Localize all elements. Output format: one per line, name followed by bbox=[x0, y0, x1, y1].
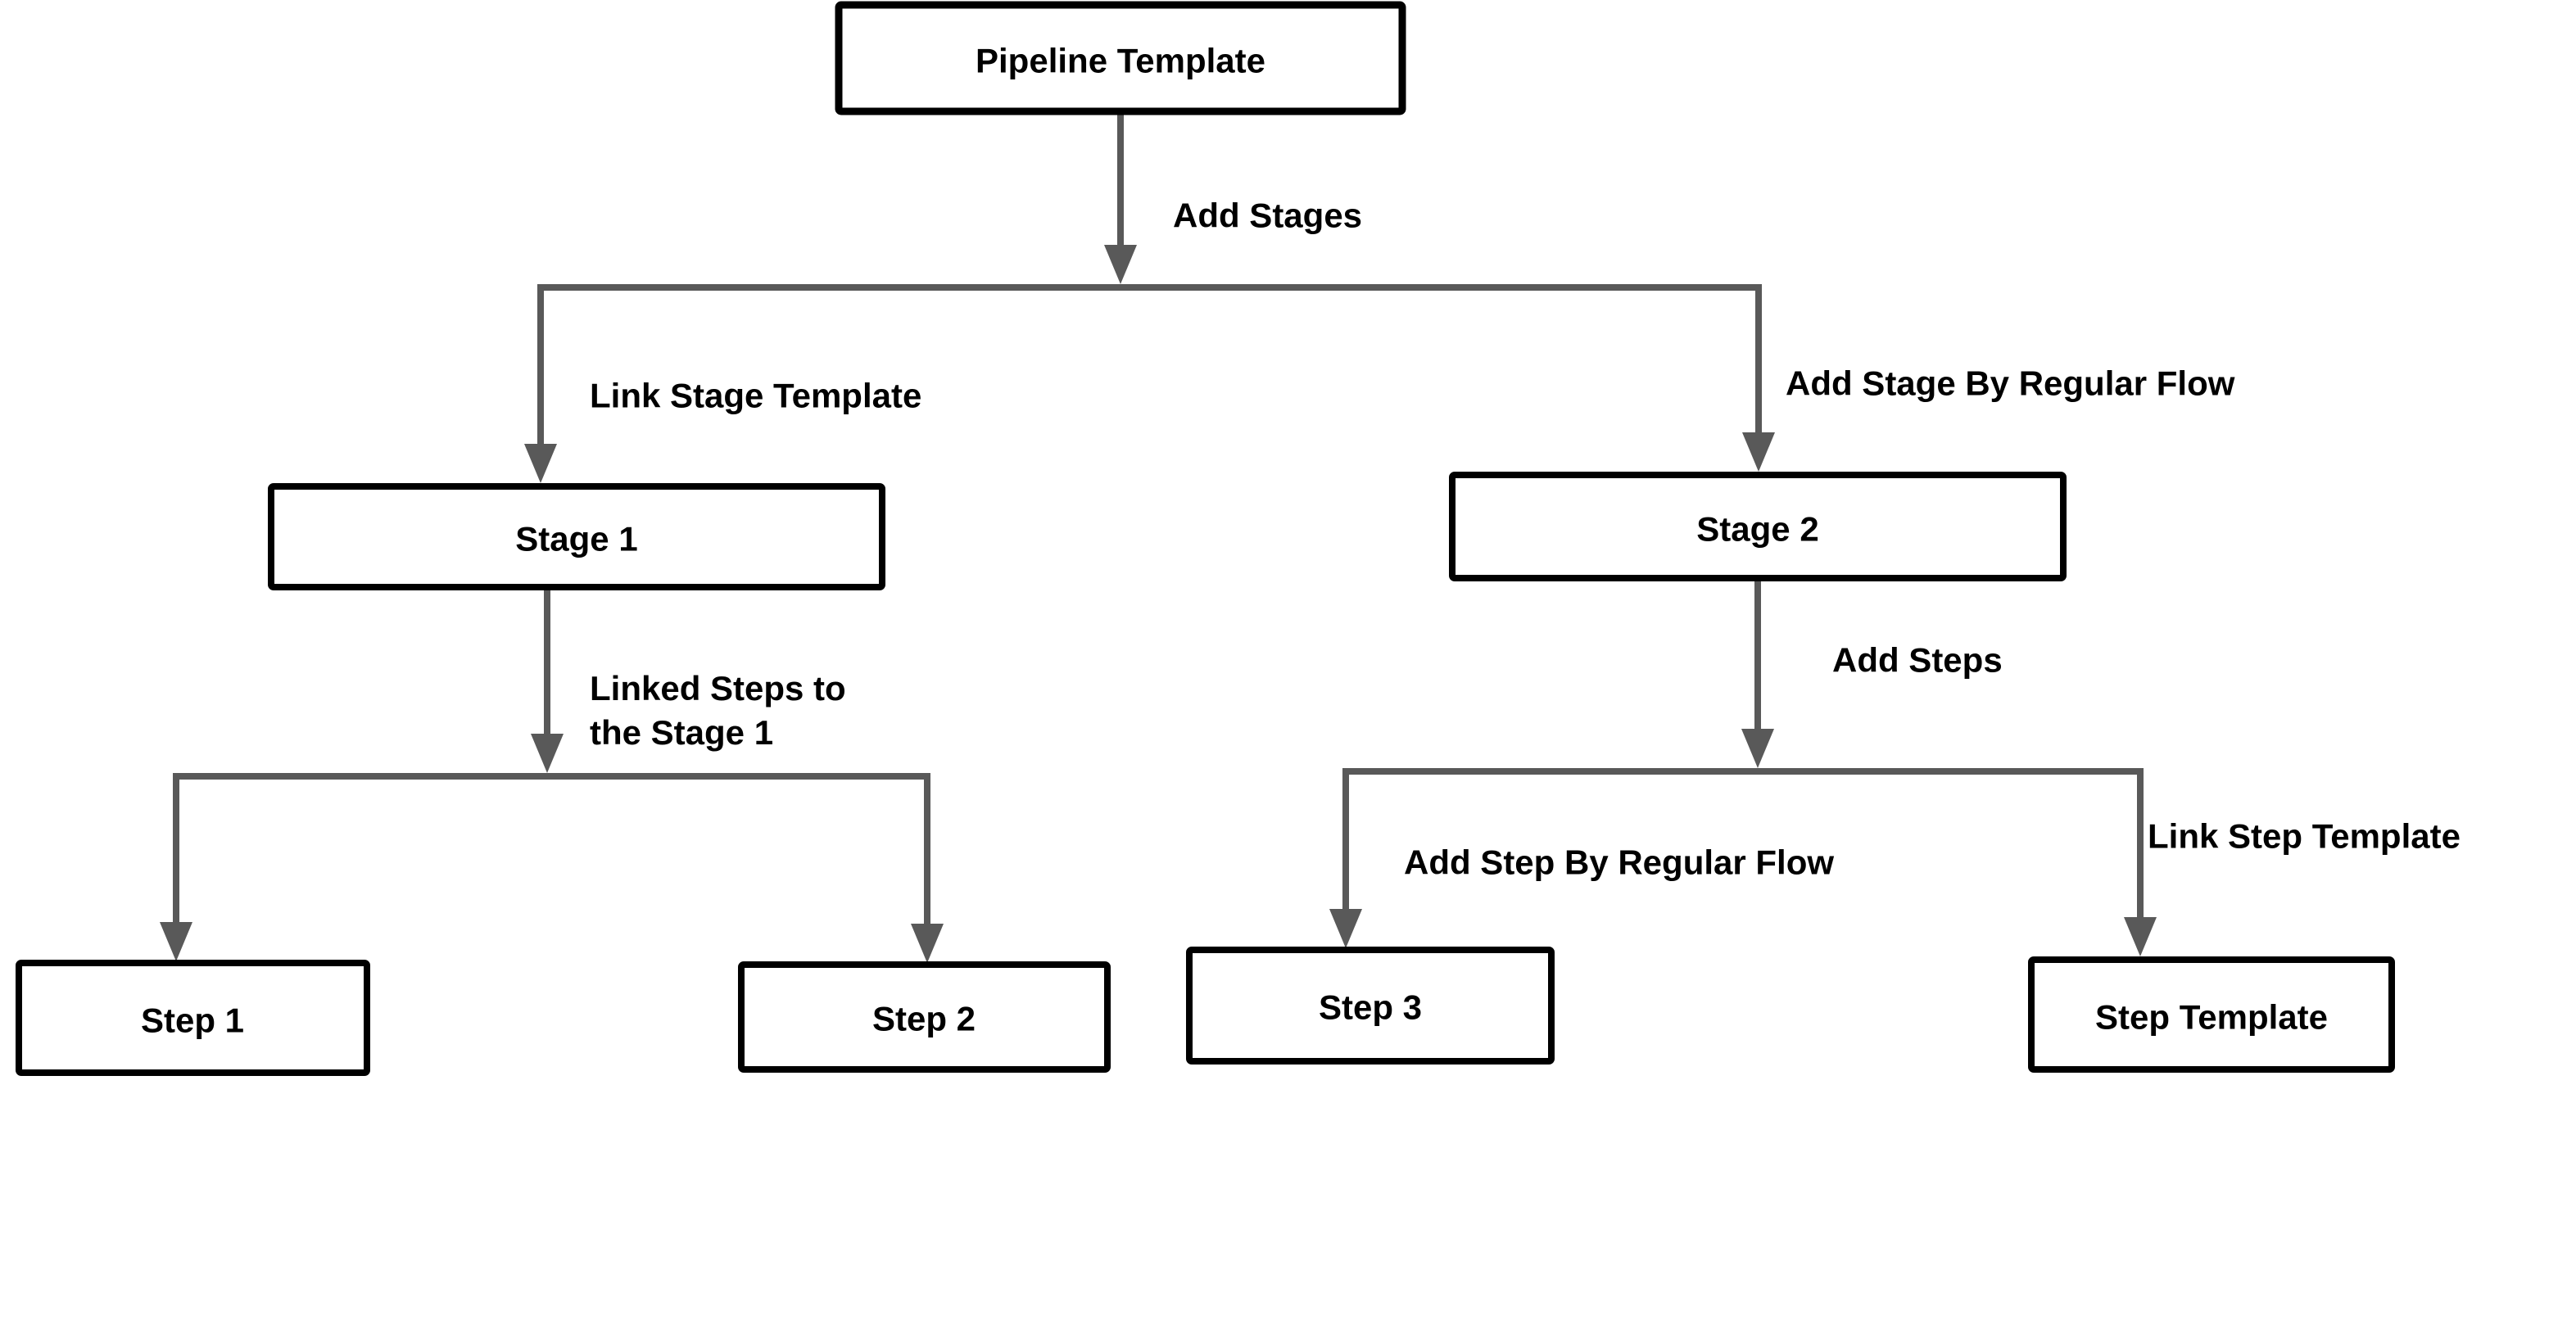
node-step-3: Step 3 bbox=[1186, 947, 1555, 1065]
step-3-box bbox=[1186, 947, 1555, 1065]
edge-label-linked-steps-tspan1: Linked Steps to bbox=[590, 669, 846, 707]
step-2-box bbox=[738, 961, 1111, 1073]
stage-2-box bbox=[1449, 472, 2067, 581]
edge-label-add-steps: Add Steps bbox=[1832, 641, 2003, 680]
edge-label-add-stage-by-regular-flow: Add Stage By Regular Flow bbox=[1786, 364, 2235, 403]
arrowhead-to-stage2 bbox=[1742, 432, 1775, 472]
pipeline-template-box bbox=[835, 1, 1406, 115]
edge-labels: Add Stages Link Stage Template Add Stage… bbox=[590, 197, 2461, 882]
step-2-label: Step 2 bbox=[872, 1000, 976, 1038]
step-1-box bbox=[16, 960, 370, 1076]
arrowhead-to-stage1-steps-split bbox=[531, 734, 564, 773]
arrowhead-to-step1 bbox=[160, 922, 192, 961]
arrowhead-to-step2 bbox=[911, 924, 944, 963]
arrowhead-to-stage2-steps-split bbox=[1741, 729, 1774, 768]
step-template-box bbox=[2028, 956, 2395, 1073]
edge-label-link-step-template: Link Step Template bbox=[2148, 817, 2461, 856]
pipeline-template-label: Pipeline Template bbox=[976, 42, 1265, 80]
step-3-label: Step 3 bbox=[1319, 988, 1422, 1027]
connector-stage2-steps-split bbox=[1342, 768, 2144, 922]
arrowhead-to-stages-split bbox=[1104, 245, 1137, 284]
stage-1-box bbox=[268, 483, 885, 590]
node-step-template: Step Template bbox=[2028, 956, 2395, 1073]
stage-2-label: Stage 2 bbox=[1696, 510, 1818, 549]
connector-stages-split bbox=[537, 284, 1762, 449]
edge-label-add-step-by-regular-flow: Add Step By Regular Flow bbox=[1404, 843, 1834, 882]
edge-label-linked-steps-line2: the Stage 1 bbox=[590, 713, 773, 752]
node-stage-2: Stage 2 bbox=[1449, 472, 2067, 581]
arrowhead-to-stage1 bbox=[524, 444, 557, 483]
connectors bbox=[160, 111, 2157, 963]
node-stage-1: Stage 1 bbox=[268, 483, 885, 590]
stage-1-label: Stage 1 bbox=[515, 520, 637, 558]
step-template-label: Step Template bbox=[2095, 998, 2328, 1037]
step-1-label: Step 1 bbox=[141, 1001, 244, 1040]
edge-label-linked-steps-tspan2: the Stage 1 bbox=[590, 713, 773, 752]
edge-label-add-stages: Add Stages bbox=[1173, 197, 1362, 235]
arrowhead-to-step-template bbox=[2124, 917, 2157, 956]
edge-label-linked-steps-line1: Linked Steps to bbox=[590, 669, 846, 707]
connector-stage1-steps-split bbox=[173, 773, 930, 929]
edge-label-link-stage-template: Link Stage Template bbox=[590, 377, 921, 415]
node-step-1: Step 1 bbox=[16, 960, 370, 1076]
node-step-2: Step 2 bbox=[738, 961, 1111, 1073]
arrowhead-to-step3 bbox=[1329, 909, 1362, 948]
node-pipeline-template: Pipeline Template bbox=[835, 1, 1406, 115]
